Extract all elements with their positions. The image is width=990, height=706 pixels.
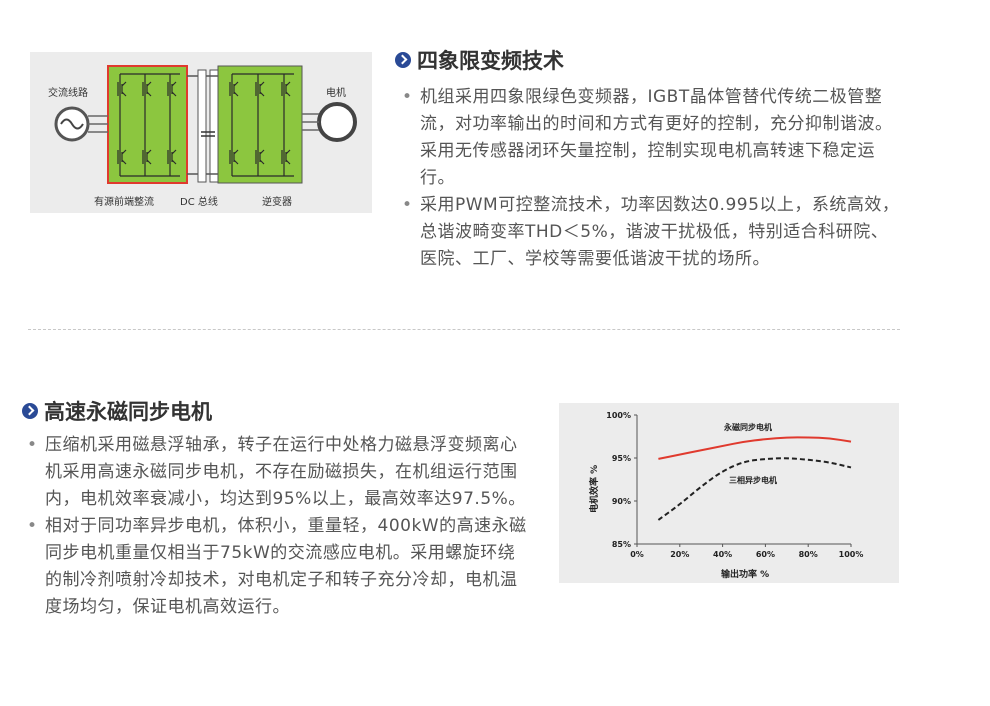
- series-label-1: 三相异步电机: [729, 475, 777, 485]
- section1-bullet-2: 采用PWM可控整流技术，功率因数达0.995以上，系统高效，总谐波畸变率THD＜…: [402, 192, 902, 273]
- section2-bullet-list: 压缩机采用磁悬浮轴承，转子在运行中处格力磁悬浮变频离心机采用高速永磁同步电机，不…: [27, 432, 527, 621]
- series-label-0: 永磁同步电机: [723, 422, 772, 432]
- section2-bullet-2: 相对于同功率异步电机，体积小，重量轻，400kW的高速永磁同步电机重量仅相当于7…: [27, 513, 527, 621]
- x-tick-label: 0%: [630, 550, 644, 559]
- chevron-right-icon: [22, 403, 38, 419]
- x-tick-label: 40%: [713, 550, 732, 559]
- chevron-right-icon: [395, 52, 411, 68]
- converter-diagram: 交流线路 电机 有源前端整流 DC 总线 逆变器: [30, 52, 372, 213]
- section1-title: 四象限变频技术: [395, 45, 564, 75]
- x-tick-label: 60%: [756, 550, 775, 559]
- x-axis-label: 输出功率 %: [721, 568, 769, 580]
- x-tick-label: 80%: [799, 550, 818, 559]
- diagram-label-inverter: 逆变器: [262, 195, 292, 208]
- section2-title: 高速永磁同步电机: [22, 396, 212, 426]
- y-tick-label: 90%: [612, 497, 631, 506]
- section-divider: [28, 329, 900, 330]
- diagram-label-dcbus: DC 总线: [180, 195, 218, 208]
- section2-bullet-1: 压缩机采用磁悬浮轴承，转子在运行中处格力磁悬浮变频离心机采用高速永磁同步电机，不…: [27, 432, 527, 513]
- section1-bullet-1: 机组采用四象限绿色变频器，IGBT晶体管替代传统二极管整流，对功率输出的时间和方…: [402, 84, 902, 192]
- y-tick-label: 95%: [612, 454, 631, 463]
- section1-bullet-list: 机组采用四象限绿色变频器，IGBT晶体管替代传统二极管整流，对功率输出的时间和方…: [402, 84, 902, 273]
- series-line-1: [657, 457, 852, 521]
- y-tick-label: 85%: [612, 540, 631, 549]
- series-line-0: [658, 436, 852, 460]
- x-tick-label: 20%: [670, 550, 689, 559]
- motor-icon: [317, 102, 357, 142]
- diagram-label-motor: 电机: [326, 86, 346, 99]
- x-tick-label: 100%: [839, 550, 864, 559]
- y-axis-label: 电机效率 %: [588, 465, 600, 513]
- diagram-label-rectifier: 有源前端整流: [94, 195, 154, 208]
- section2-title-text: 高速永磁同步电机: [44, 400, 212, 424]
- diagram-label-source: 交流线路: [48, 86, 88, 99]
- y-tick-label: 100%: [606, 411, 631, 420]
- section1-title-text: 四象限变频技术: [417, 49, 564, 73]
- efficiency-chart: 85% 90% 95% 100% 0% 20% 40% 60% 80% 100% 永磁同步电机三相…: [559, 403, 899, 583]
